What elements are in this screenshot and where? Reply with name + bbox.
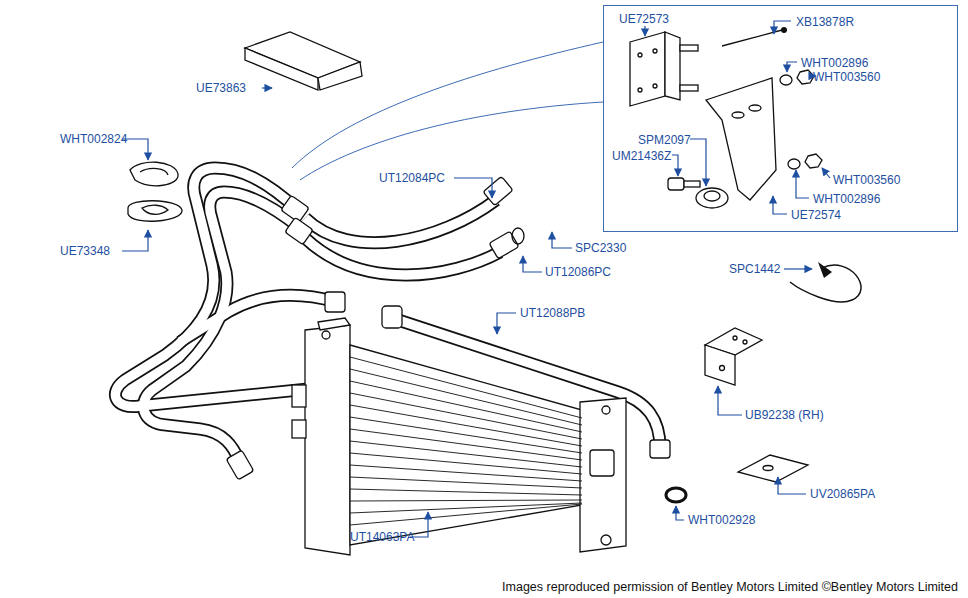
part-number: SPC1442 [729, 262, 780, 276]
part-number: SPC2330 [575, 241, 626, 255]
part-number: UV20865PA [810, 487, 875, 501]
part-number: UE73863 [196, 81, 246, 95]
part-number: SPM2097 [638, 133, 691, 147]
part-number: UB92238 (RH) [745, 408, 824, 422]
part-number: UT14063PA [350, 530, 414, 544]
part-number: UT12084PC [379, 171, 445, 185]
part-number: UE73348 [60, 244, 110, 258]
part-number: UT12086PC [545, 265, 611, 279]
part-number: UM21436Z [612, 149, 671, 163]
part-number: UE72574 [791, 208, 841, 222]
copyright-caption: Images reproduced permission of Bentley … [502, 580, 958, 595]
part-number: WHT003560 [833, 173, 900, 187]
part-number: WHT002896 [801, 56, 868, 70]
part-number: UE72573 [619, 12, 669, 26]
part-number: WHT002928 [688, 513, 755, 527]
part-number: XB13878R [796, 15, 854, 29]
part-number: WHT002896 [813, 192, 880, 206]
part-number: WHT002824 [60, 132, 127, 146]
part-number: UT12088PB [520, 306, 585, 320]
part-number: WHT003560 [813, 70, 880, 84]
inset-frame: UE72573XB13878RWHT002896WHT003560SPM2097… [603, 5, 958, 232]
